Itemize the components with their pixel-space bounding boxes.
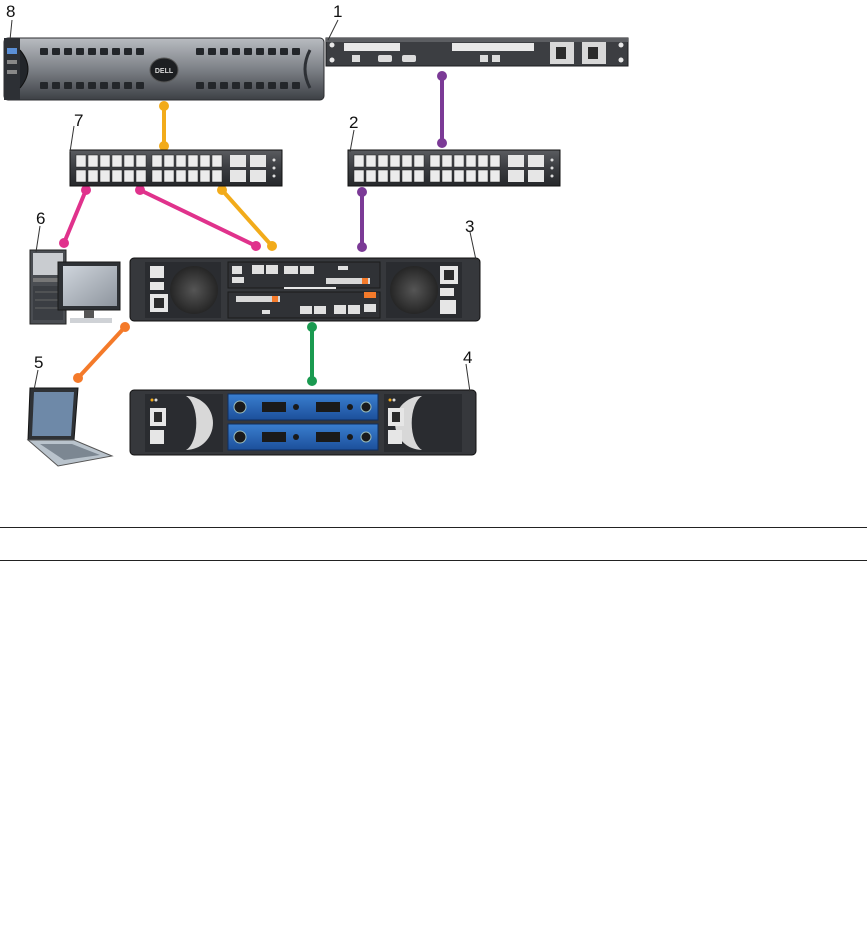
network-switch-left bbox=[70, 150, 282, 186]
callout-7: 7 bbox=[74, 112, 83, 129]
cable-management-switch-to-workstation bbox=[59, 185, 91, 248]
table-rule-bottom bbox=[0, 560, 867, 561]
leader-line-8 bbox=[10, 20, 12, 40]
host-server: DELL bbox=[4, 38, 324, 100]
cable-serial-storage-to-laptop bbox=[73, 322, 130, 383]
leader-line-4 bbox=[466, 364, 470, 392]
cable-iscsi-server-to-switch bbox=[159, 101, 169, 151]
workstation-computer bbox=[30, 250, 120, 324]
leader-line-1 bbox=[328, 20, 338, 40]
callout-1: 1 bbox=[333, 3, 342, 20]
storage-array bbox=[130, 258, 480, 321]
callout-5: 5 bbox=[34, 354, 43, 371]
cable-sas-storage-to-expansion bbox=[307, 322, 317, 386]
callout-4: 4 bbox=[463, 349, 472, 366]
expansion-enclosure bbox=[130, 390, 476, 455]
table-rule-top bbox=[0, 527, 867, 528]
cable-interconnect-kvm-to-switch bbox=[437, 71, 447, 148]
callout-3: 3 bbox=[465, 218, 474, 235]
callout-2: 2 bbox=[349, 114, 358, 131]
leader-line-6 bbox=[36, 226, 40, 252]
dell-logo: DELL bbox=[155, 68, 174, 75]
kvm-unit bbox=[326, 38, 628, 66]
callout-8: 8 bbox=[6, 3, 15, 20]
cable-management-switch-to-storage bbox=[135, 185, 261, 251]
leader-line-3 bbox=[470, 232, 476, 260]
leader-line-2 bbox=[350, 130, 354, 152]
network-switch-right bbox=[348, 150, 560, 186]
cable-interconnect-switch-to-storage bbox=[357, 187, 367, 252]
leader-line-5 bbox=[34, 370, 38, 390]
connection-diagram: DELL bbox=[0, 0, 630, 480]
laptop-computer bbox=[28, 388, 112, 466]
callout-6: 6 bbox=[36, 210, 45, 227]
